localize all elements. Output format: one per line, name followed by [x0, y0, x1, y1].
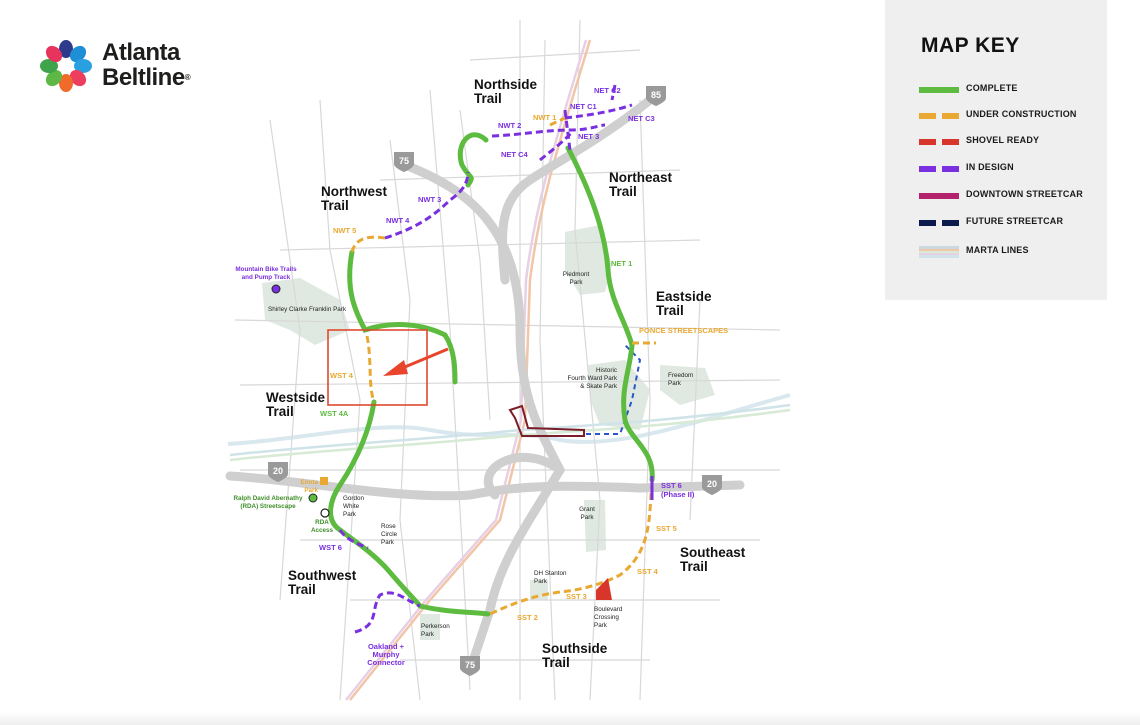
construction-swatch — [919, 113, 959, 119]
key-label-in-design: IN DESIGN — [966, 162, 1014, 172]
i20-left-shield: 20 — [268, 462, 288, 482]
key-row-in-design: IN DESIGN — [919, 161, 1099, 177]
rda-dot — [308, 493, 318, 503]
complete-swatch — [919, 87, 959, 93]
key-label-shovel-ready: SHOVEL READY — [966, 135, 1040, 145]
nwt-1-label: NWT 1 — [533, 113, 556, 122]
net-c4-label: NET C4 — [501, 150, 529, 159]
i75-bottom-shield: 75 — [460, 656, 480, 676]
atlanta-beltline-logo: Atlanta Beltline® — [36, 36, 216, 96]
net-c1-label: NET C1 — [570, 102, 597, 111]
enota-marker — [320, 477, 328, 485]
mtn-bike-dot — [271, 284, 281, 294]
wst-4-label: WST 4 — [330, 371, 354, 380]
wst-4a-label: WST 4A — [320, 409, 349, 418]
i20-right-label: 20 — [707, 479, 717, 489]
boulevard-marker — [596, 578, 612, 600]
i85-shield: 85 — [646, 86, 666, 106]
shirley-clarke-label: Shirley Clarke Franklin Park — [268, 306, 347, 313]
marta-swatch — [919, 246, 959, 258]
bottom-shadow — [0, 712, 1140, 725]
i20-right-shield: 20 — [702, 475, 722, 495]
key-row-complete: COMPLETE — [919, 82, 1099, 98]
in-design-swatch — [919, 166, 959, 172]
sst-3-label: SST 3 — [566, 592, 587, 601]
i75-top-label: 75 — [399, 156, 409, 166]
nwt-4-label: NWT 4 — [386, 216, 410, 225]
nwt-2-label: NWT 2 — [498, 121, 521, 130]
key-row-shovel-ready: SHOVEL READY — [919, 134, 1099, 150]
rda-access-dot — [320, 508, 330, 518]
i75-bottom-label: 75 — [465, 660, 475, 670]
i75-top-shield: 75 — [394, 152, 414, 172]
nwt-3-label: NWT 3 — [418, 195, 441, 204]
ponce-streetscapes-label: PONCE STREETSCAPES — [639, 326, 728, 335]
key-row-future-streetcar: FUTURE STREETCAR — [919, 215, 1099, 231]
net-c3-label: NET C3 — [628, 114, 655, 123]
rda-streetscape-label: Ralph David Abernathy(RDA) Streetscape — [233, 495, 303, 510]
river — [227, 393, 791, 446]
beltline-flower-icon — [40, 40, 92, 92]
key-row-downtown-streetcar: DOWNTOWN STREETCAR — [919, 188, 1099, 204]
sst-2-label: SST 2 — [517, 613, 538, 622]
complete-segments — [328, 132, 655, 617]
sst-4-label: SST 4 — [637, 567, 659, 576]
net-3-label: NET 3 — [578, 132, 599, 141]
interstates — [225, 95, 745, 675]
key-label-future-streetcar: FUTURE STREETCAR — [966, 216, 1064, 226]
key-row-marta: MARTA LINES — [919, 244, 1099, 260]
future-streetcar-swatch — [919, 220, 959, 226]
map-key-title: MAP KEY — [921, 34, 1020, 57]
marta-lines — [229, 39, 791, 701]
downtown-streetcar — [508, 404, 585, 437]
key-label-downtown-streetcar: DOWNTOWN STREETCAR — [966, 189, 1083, 199]
shovel-ready-swatch — [919, 139, 959, 145]
map-key-panel: MAP KEY COMPLETE UNDER CONSTRUCTION SHOV… — [885, 0, 1107, 300]
sst-6-label: SST 6(Phase II) — [661, 481, 695, 499]
wst-6-label: WST 6 — [319, 543, 342, 552]
key-label-complete: COMPLETE — [966, 83, 1018, 93]
i85-label: 85 — [651, 90, 661, 100]
key-label-marta: MARTA LINES — [966, 245, 1029, 255]
sst-5-label: SST 5 — [656, 524, 677, 533]
future-streetcar — [586, 344, 642, 435]
downtown-streetcar-swatch — [919, 193, 959, 199]
i20-left-label: 20 — [273, 466, 283, 476]
key-label-construction: UNDER CONSTRUCTION — [966, 109, 1077, 119]
nwt-5-label: NWT 5 — [333, 226, 356, 235]
logo-line1: Atlanta — [102, 39, 180, 66]
pointer-arrow — [399, 347, 449, 371]
construction-segments — [350, 116, 656, 616]
net-1-label: NET 1 — [611, 259, 632, 268]
arrow-head — [383, 360, 408, 376]
design-segments — [338, 84, 633, 634]
net-c2-label: NET C2 — [594, 86, 621, 95]
highlight-box — [327, 329, 428, 406]
key-row-construction: UNDER CONSTRUCTION — [919, 108, 1099, 124]
logo-line2: Beltline® — [102, 64, 191, 91]
